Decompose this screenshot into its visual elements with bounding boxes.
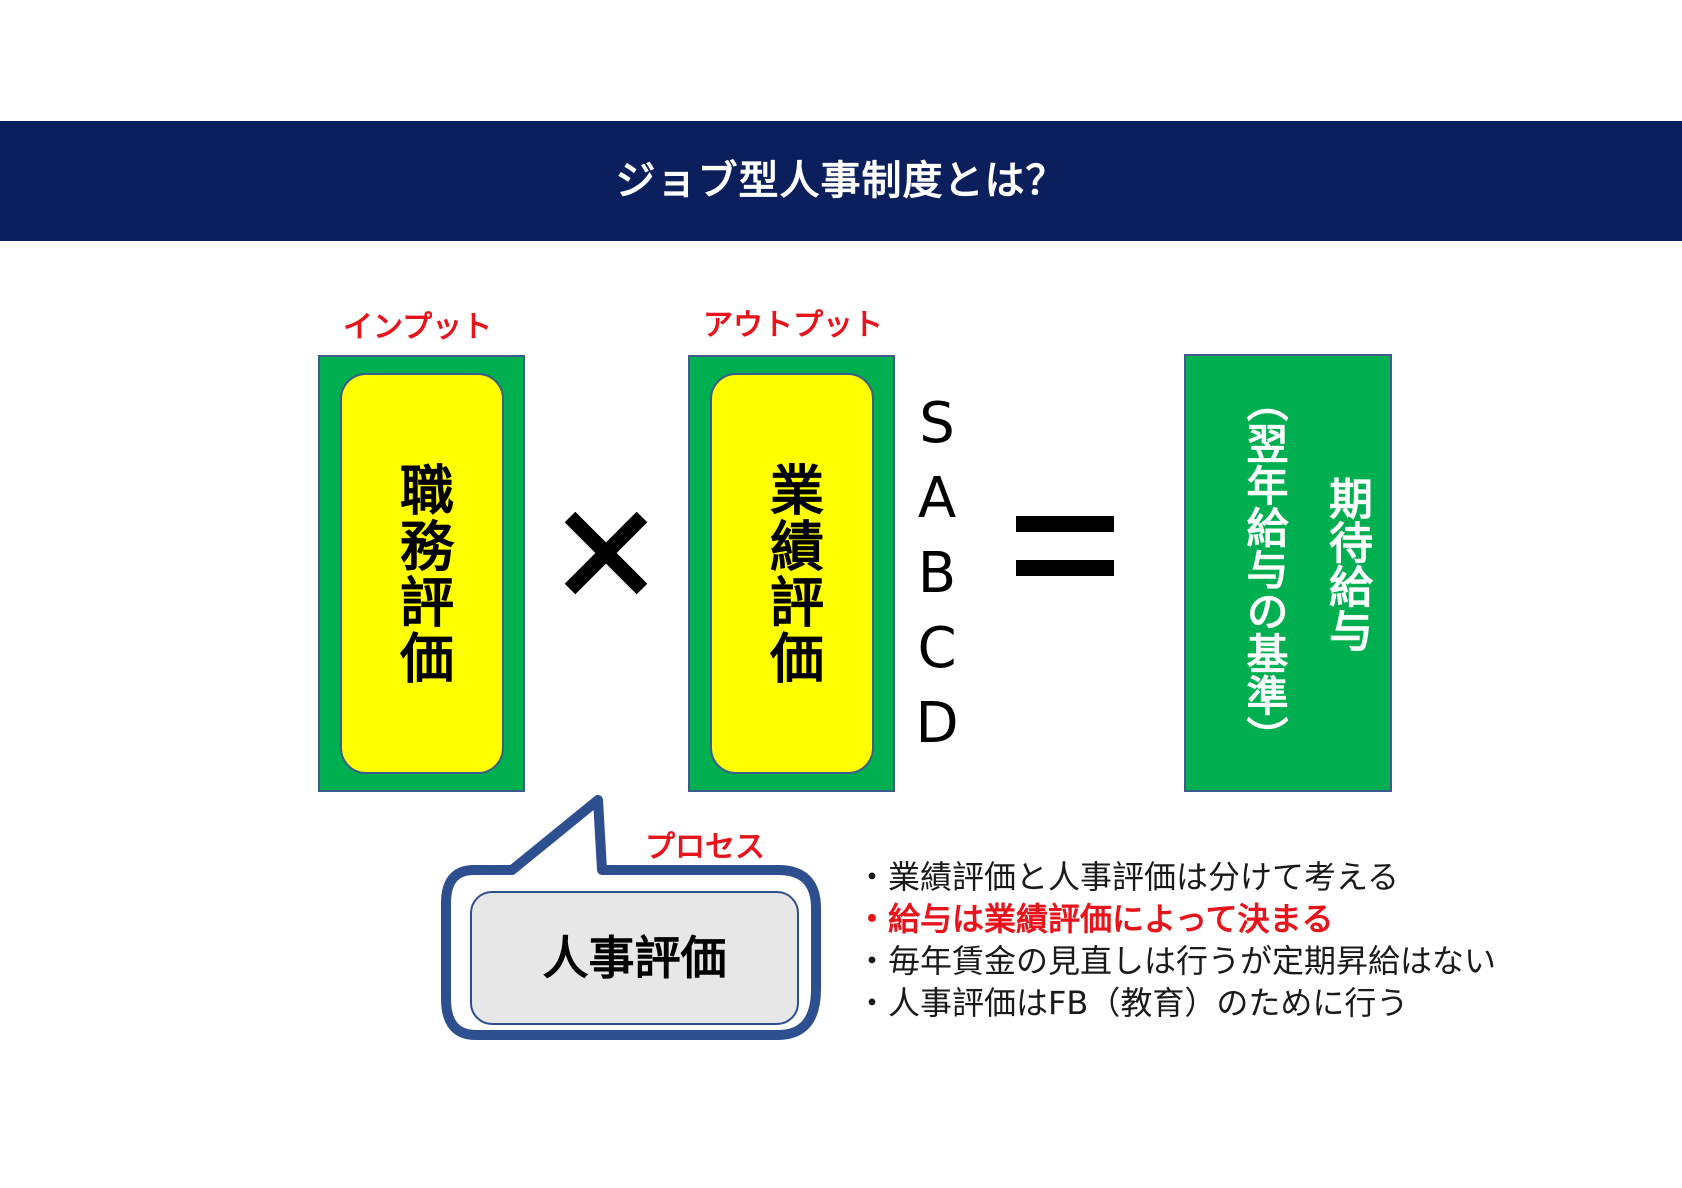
job-evaluation-box: 職務評価	[340, 373, 504, 774]
grade-a: A	[917, 466, 957, 531]
hr-evaluation-box: 人事評価	[470, 891, 799, 1025]
performance-evaluation-frame: 業績評価	[688, 355, 895, 792]
bullet-item: ・毎年賃金の見直しは行うが定期昇給はない	[856, 942, 1497, 980]
bullet-item: ・業績評価と人事評価は分けて考える	[856, 858, 1400, 896]
hr-evaluation-label: 人事評価	[542, 931, 727, 985]
bullet-item: ・人事評価はFB（教育）のために行う	[856, 984, 1409, 1022]
title-banner: ジョブ型人事制度とは？	[0, 121, 1682, 241]
expected-salary-box: 期待給与 （翌年給与の基準）	[1184, 354, 1392, 792]
expected-salary-note: （翌年給与の基準）	[1240, 380, 1289, 758]
grade-s: S	[919, 391, 955, 456]
performance-evaluation-box: 業績評価	[710, 373, 874, 774]
grade-d: D	[915, 691, 959, 756]
input-label: インプット	[343, 310, 493, 345]
expected-salary-label: 期待給与	[1321, 476, 1372, 652]
equals-icon	[1016, 516, 1114, 576]
performance-evaluation-label: 業績評価	[760, 461, 824, 686]
page-title: ジョブ型人事制度とは？	[615, 158, 1067, 204]
job-evaluation-label: 職務評価	[390, 461, 454, 686]
bullet-list: ・業績評価と人事評価は分けて考える ・給与は業績評価によって決まる ・毎年賃金の…	[856, 856, 1496, 1024]
grade-c: C	[917, 616, 957, 681]
output-label: アウトプット	[703, 308, 883, 343]
multiply-icon	[564, 511, 648, 595]
job-evaluation-frame: 職務評価	[318, 355, 525, 792]
process-label: プロセス	[645, 830, 765, 865]
grade-b: B	[917, 541, 957, 606]
bullet-item-highlight: ・給与は業績評価によって決まる	[856, 900, 1334, 938]
grade-list: S A B C D	[902, 386, 972, 761]
